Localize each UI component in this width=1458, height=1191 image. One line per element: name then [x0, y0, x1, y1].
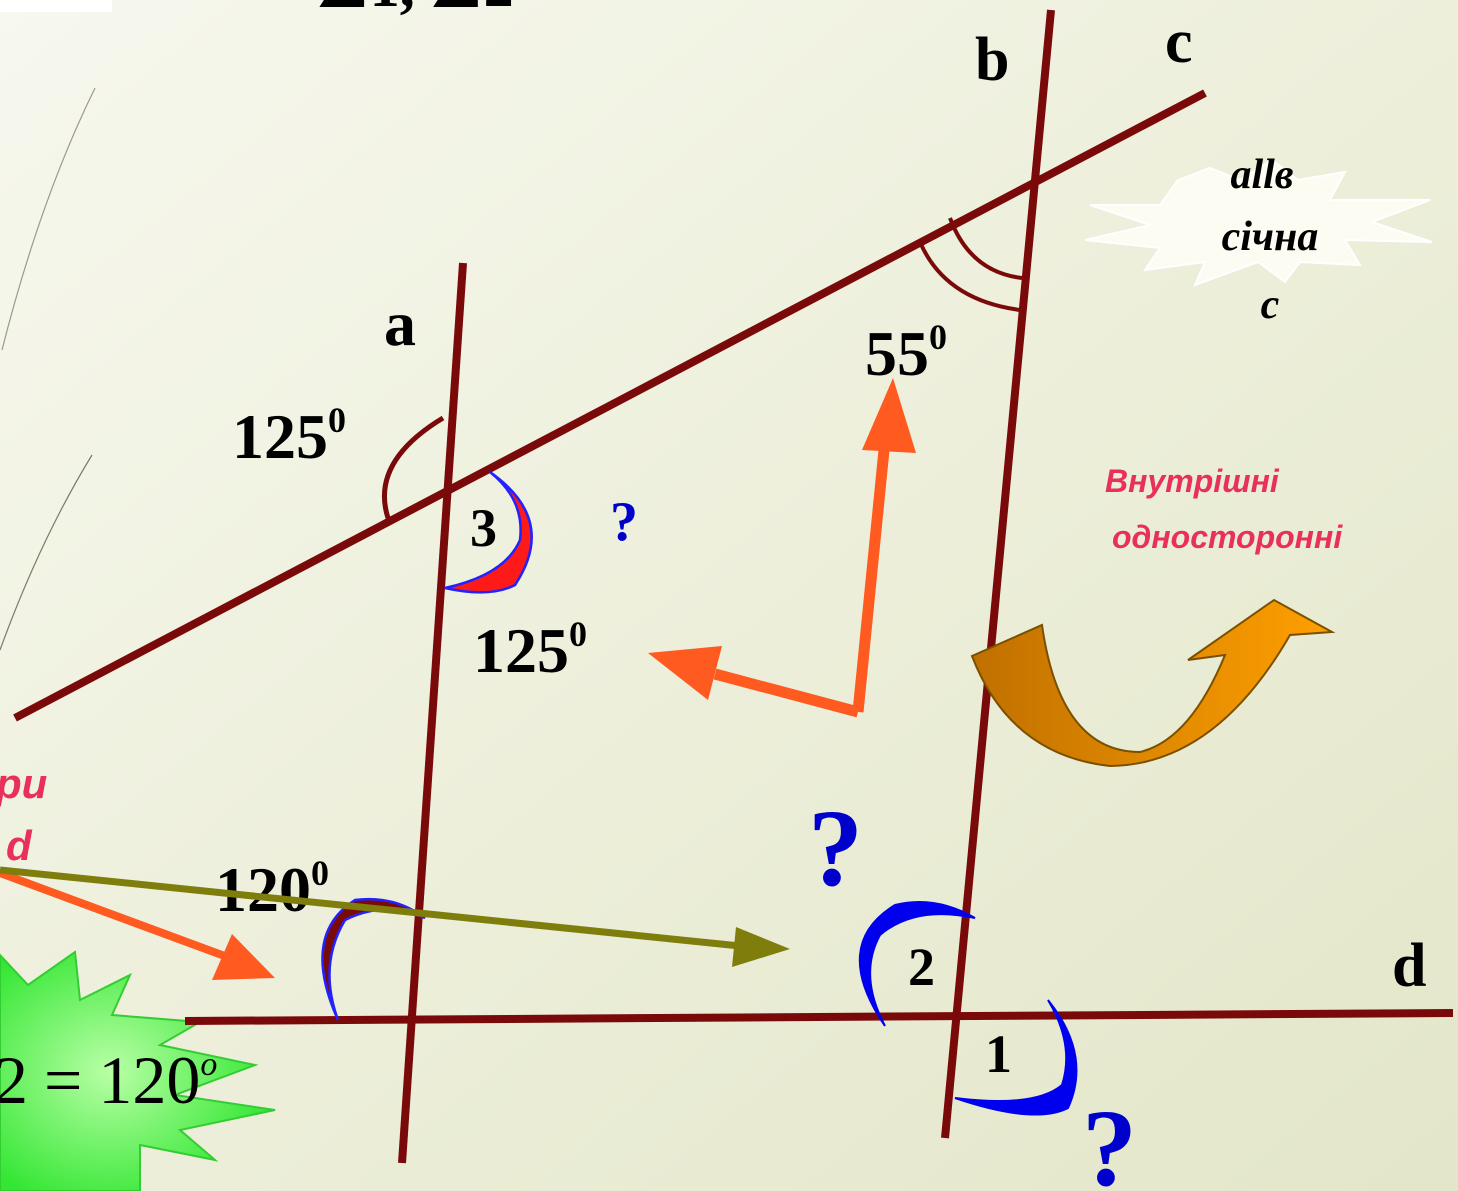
- angle-at-d: 1200: [215, 853, 329, 925]
- arc-angle-2: [858, 900, 976, 1027]
- question-angle-3: ?: [610, 491, 638, 553]
- left-note-line1: ри: [0, 760, 47, 807]
- angle-number-3: 3: [470, 498, 497, 558]
- line-a: [398, 262, 467, 1164]
- curved-arrow: [970, 598, 1336, 768]
- left-note-line2: d: [6, 822, 33, 869]
- label-line-d: d: [1392, 932, 1426, 1000]
- angle-at-b: 550: [865, 317, 947, 389]
- label-line-b: b: [975, 26, 1009, 94]
- angle-number-1: 1: [985, 1024, 1012, 1084]
- orange-arrow-left-head: [212, 934, 275, 980]
- label-line-a: a: [384, 288, 416, 359]
- olive-arrow-shaft: [0, 866, 741, 950]
- angle-outer-a: 1250: [232, 400, 346, 472]
- olive-arrow-head: [732, 927, 790, 967]
- note-line-parallel: allв: [1230, 152, 1293, 198]
- note-line-secant: січна: [1222, 214, 1319, 260]
- orange-arrow-head-up: [862, 378, 916, 453]
- corner-patch: [0, 0, 112, 12]
- orange-arrow-left-shaft: [0, 869, 232, 962]
- line-c: [13, 89, 1207, 722]
- orange-arrow-shaft-left: [713, 668, 860, 718]
- question-angle-2: ?: [808, 787, 863, 909]
- orange-arrow-shaft-up: [852, 439, 891, 713]
- green-burst: [0, 950, 276, 1191]
- arc-angle-1: [954, 999, 1078, 1116]
- arc-angle-3: [444, 470, 533, 594]
- angle-number-2: 2: [908, 937, 935, 997]
- angle-inner-a: 1250: [473, 614, 587, 686]
- label-inner-line2: односторонні: [1112, 519, 1343, 555]
- arc-outer-a: [382, 415, 445, 519]
- header-partial-text: ∠1, ∠2: [316, 0, 514, 19]
- note-burst: [1084, 158, 1433, 287]
- label-line-c: c: [1165, 8, 1193, 76]
- line-b: [941, 9, 1055, 1139]
- arc-b-inner: [948, 217, 1023, 280]
- decor-curve-upper: [1, 87, 96, 351]
- line-d: [184, 1009, 1454, 1025]
- equation-text: 2=120o: [0, 1042, 217, 1118]
- decor-curve-lower: [0, 454, 93, 651]
- label-inner-line1: Внутрішні: [1105, 463, 1280, 499]
- note-line-c: с: [1261, 282, 1280, 328]
- question-angle-1: ?: [1082, 1087, 1137, 1191]
- arc-b-outer: [918, 241, 1021, 312]
- orange-arrow-head-left: [648, 646, 722, 700]
